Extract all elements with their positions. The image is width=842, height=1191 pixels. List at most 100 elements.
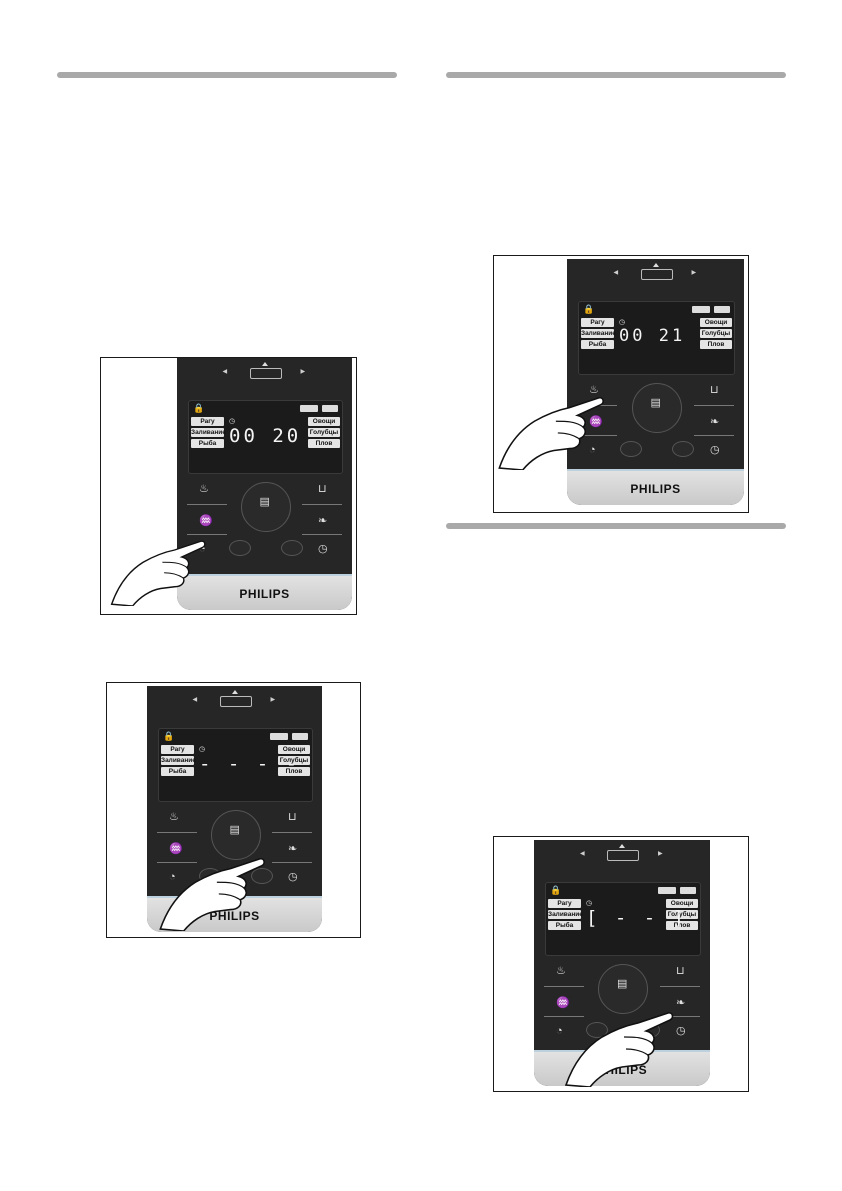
right-arrow-icon: ▶ [270, 697, 276, 703]
button-underline-3 [694, 435, 734, 436]
mode-label-left-2: Рыба [191, 439, 224, 448]
leaf-icon[interactable]: ❧ [710, 416, 720, 428]
button-underline-1 [577, 435, 617, 436]
button-underline-2 [272, 832, 312, 833]
up-arrow-icon [652, 263, 659, 267]
mode-label-left-0: Рагу [581, 318, 614, 327]
leaf-badge [658, 887, 676, 894]
panel-base [177, 574, 352, 610]
time-readout: [ - - ] [586, 907, 688, 929]
timer-icon[interactable]: ◔ [169, 871, 176, 883]
brand-logo: PHILIPS [239, 587, 290, 601]
leaf-badge [300, 405, 318, 412]
mode-badge [714, 306, 730, 313]
mode-label-right-2: Плов [700, 340, 732, 349]
up-arrow-icon [231, 690, 238, 694]
top-selector[interactable]: ◀▶ [147, 690, 322, 707]
button-underline-3 [272, 862, 312, 863]
clock-icon[interactable]: ◷ [288, 871, 298, 883]
menu-icon: ▤ [617, 978, 628, 990]
brand-logo: PHILIPS [209, 909, 260, 923]
fry-icon[interactable]: ⊔ [676, 965, 685, 977]
leaf-icon[interactable]: ❧ [318, 515, 328, 527]
minus-button[interactable] [228, 540, 251, 556]
plus-button[interactable] [280, 540, 303, 556]
top-selector[interactable]: ◀▶ [567, 263, 744, 280]
timer-icon[interactable]: ◔ [199, 543, 206, 555]
hand-icon [564, 1012, 674, 1087]
leaf-icon[interactable]: ❧ [288, 843, 298, 855]
mode-label-left-1: Заливание [548, 910, 583, 919]
plus-button[interactable] [250, 868, 273, 884]
menu-knob[interactable]: ▤ [598, 964, 648, 1014]
mode-label-right-0: Овощи [700, 318, 732, 327]
menu-knob[interactable]: ▤ [631, 383, 682, 433]
time-readout: - - - - [199, 753, 301, 775]
time-readout: 00 20 [229, 425, 302, 447]
steam-icon[interactable]: ♒ [199, 515, 213, 527]
plus-button[interactable] [671, 441, 694, 457]
menu-knob[interactable]: ▤ [240, 482, 291, 532]
top-selector[interactable]: ◀▶ [177, 362, 352, 379]
mode-badge [680, 887, 696, 894]
lock-icon: 🔒 [163, 731, 175, 741]
mode-label-left-2: Рыба [581, 340, 614, 349]
mode-badge [322, 405, 338, 412]
fry-icon[interactable]: ⊔ [710, 384, 719, 396]
selector-slot [219, 696, 252, 707]
mode-label-right-1: Голубцы [700, 329, 732, 338]
minus-button[interactable] [586, 1022, 608, 1038]
minus-button[interactable] [619, 441, 642, 457]
mode-label-right-1: Голубцы [308, 428, 340, 437]
left-arrow-icon: ◀ [613, 270, 619, 276]
menu-icon: ▤ [229, 824, 240, 836]
leaf-icon[interactable]: ❧ [676, 997, 686, 1009]
timer-icon[interactable]: ◔ [589, 444, 596, 456]
time-readout: 00 21 [619, 326, 686, 346]
button-underline-1 [157, 862, 197, 863]
section-rule-mid-right [446, 523, 786, 529]
button-underline-0 [544, 986, 584, 987]
leaf-badge [692, 306, 710, 313]
section-rule-top-left [57, 72, 397, 78]
fry-icon[interactable]: ⊔ [288, 811, 297, 823]
clock-icon[interactable]: ◷ [710, 444, 720, 456]
hand-icon [498, 397, 604, 470]
right-arrow-icon: ▶ [300, 369, 306, 375]
hand-icon [110, 540, 206, 606]
pot-icon[interactable]: ♨ [589, 384, 599, 396]
menu-icon: ▤ [259, 496, 270, 508]
brand-logo: PHILIPS [630, 482, 681, 496]
button-underline-3 [302, 534, 342, 535]
lock-icon: 🔒 [550, 885, 562, 895]
button-underline-2 [660, 986, 700, 987]
mode-badge [292, 733, 308, 740]
button-underline-1 [187, 534, 227, 535]
clock-icon[interactable]: ◷ [318, 543, 328, 555]
pot-icon[interactable]: ♨ [169, 811, 179, 823]
mode-label-left-1: Заливание [191, 428, 226, 437]
clock-icon[interactable]: ◷ [676, 1025, 686, 1037]
pot-icon[interactable]: ♨ [199, 483, 209, 495]
left-arrow-icon: ◀ [222, 369, 228, 375]
clock-icon: ◷ [586, 900, 593, 907]
steam-icon[interactable]: ♒ [556, 997, 570, 1009]
right-arrow-icon: ▶ [658, 851, 663, 857]
right-arrow-icon: ▶ [691, 270, 697, 276]
top-selector[interactable]: ◀▶ [534, 844, 710, 861]
clock-icon: ◷ [619, 319, 626, 326]
mode-label-right-2: Плов [666, 921, 698, 930]
selector-slot [607, 850, 639, 861]
steam-icon[interactable]: ♒ [589, 416, 603, 428]
menu-knob[interactable]: ▤ [210, 810, 261, 860]
fry-icon[interactable]: ⊔ [318, 483, 327, 495]
pot-icon[interactable]: ♨ [556, 965, 566, 977]
steam-icon[interactable]: ♒ [169, 843, 183, 855]
timer-icon[interactable]: ◔ [556, 1025, 563, 1037]
up-arrow-icon [261, 362, 268, 366]
